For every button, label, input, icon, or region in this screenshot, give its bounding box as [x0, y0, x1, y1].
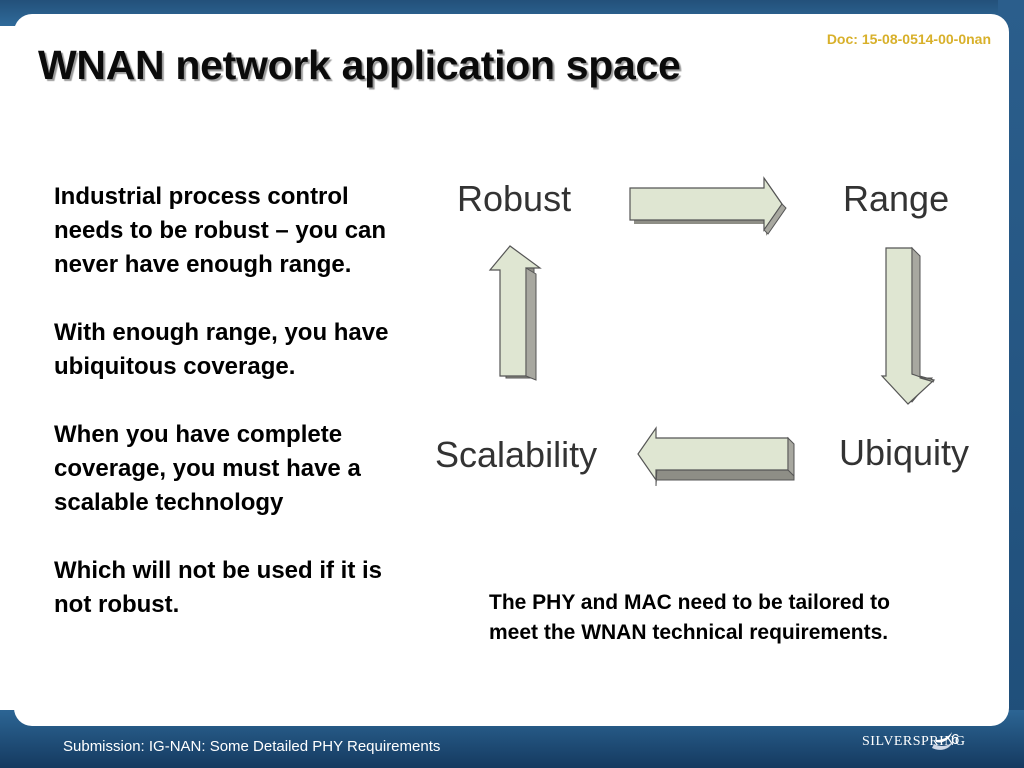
page-title: WNAN network application space: [38, 42, 681, 88]
logo-text: SILVERSPRING: [862, 734, 966, 749]
company-logo: SILVERSPRING: [862, 732, 966, 750]
body-text: Industrial process control needs to be r…: [54, 180, 406, 656]
cycle-label-robust: Robust: [457, 178, 572, 219]
body-paragraph: Which will not be used if it is not robu…: [54, 557, 383, 618]
arrow-down-icon: [880, 246, 936, 405]
footer-submission: Submission: IG-NAN: Some Detailed PHY Re…: [63, 738, 441, 755]
body-paragraph: With enough range, you have ubiquitous c…: [54, 319, 389, 380]
page-number: 6: [951, 731, 960, 748]
body-paragraph: Industrial process control needs to be r…: [54, 183, 387, 278]
arrow-right-icon: [629, 176, 787, 236]
doc-id: Doc: 15-08-0514-00-0nan: [826, 31, 991, 47]
cycle-label-scalability: Scalability: [435, 434, 598, 475]
cycle-label-ubiquity: Ubiquity: [839, 432, 970, 473]
cycle-label-range: Range: [843, 178, 950, 219]
arrow-left-icon: [637, 426, 795, 487]
requirements-note: The PHY and MAC need to be tailored to m…: [489, 591, 890, 644]
swoosh-icon: [932, 732, 954, 750]
body-paragraph: When you have complete coverage, you mus…: [54, 421, 361, 516]
arrow-up-icon: [488, 245, 542, 381]
